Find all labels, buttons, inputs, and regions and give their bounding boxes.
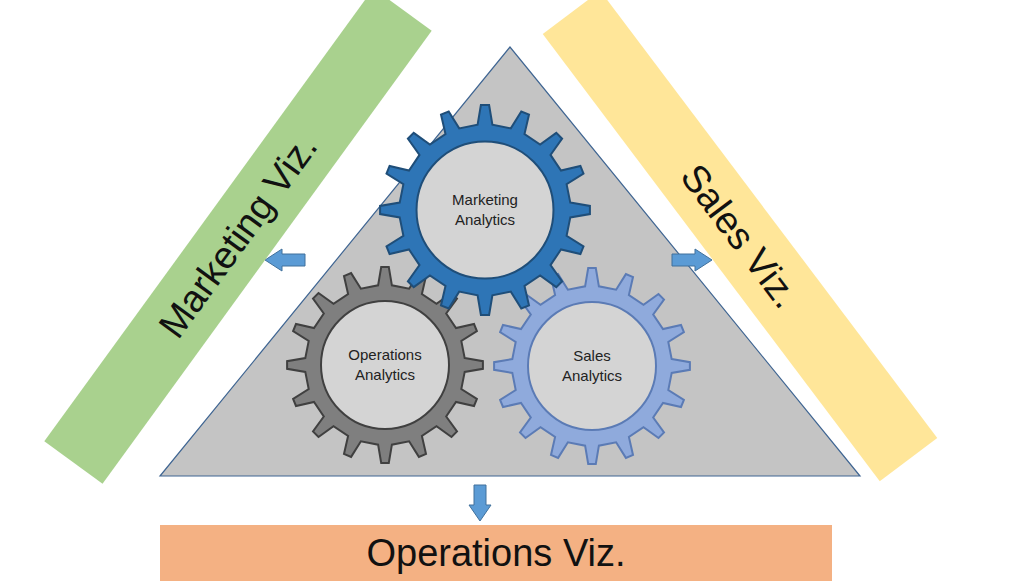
gear-label: Sales Analytics (544, 346, 640, 387)
band-label: Marketing Viz. (150, 126, 326, 345)
band-label: Sales Viz. (672, 156, 808, 316)
gear-shape (378, 103, 592, 317)
triangle (160, 47, 860, 476)
arrow-down (469, 485, 491, 521)
gear-teeth (380, 105, 590, 315)
analytics-gear: Marketing Analytics (378, 103, 592, 317)
arrow-right (672, 249, 712, 271)
bottom-band: Operations Viz. (160, 525, 832, 581)
gear-label: Marketing Analytics (437, 190, 533, 231)
gear-teeth (494, 268, 690, 464)
gear-label: Operations Analytics (337, 345, 433, 386)
gear-teeth (287, 267, 483, 463)
band-label: Operations Viz. (366, 532, 625, 575)
arrow-left (265, 249, 305, 271)
